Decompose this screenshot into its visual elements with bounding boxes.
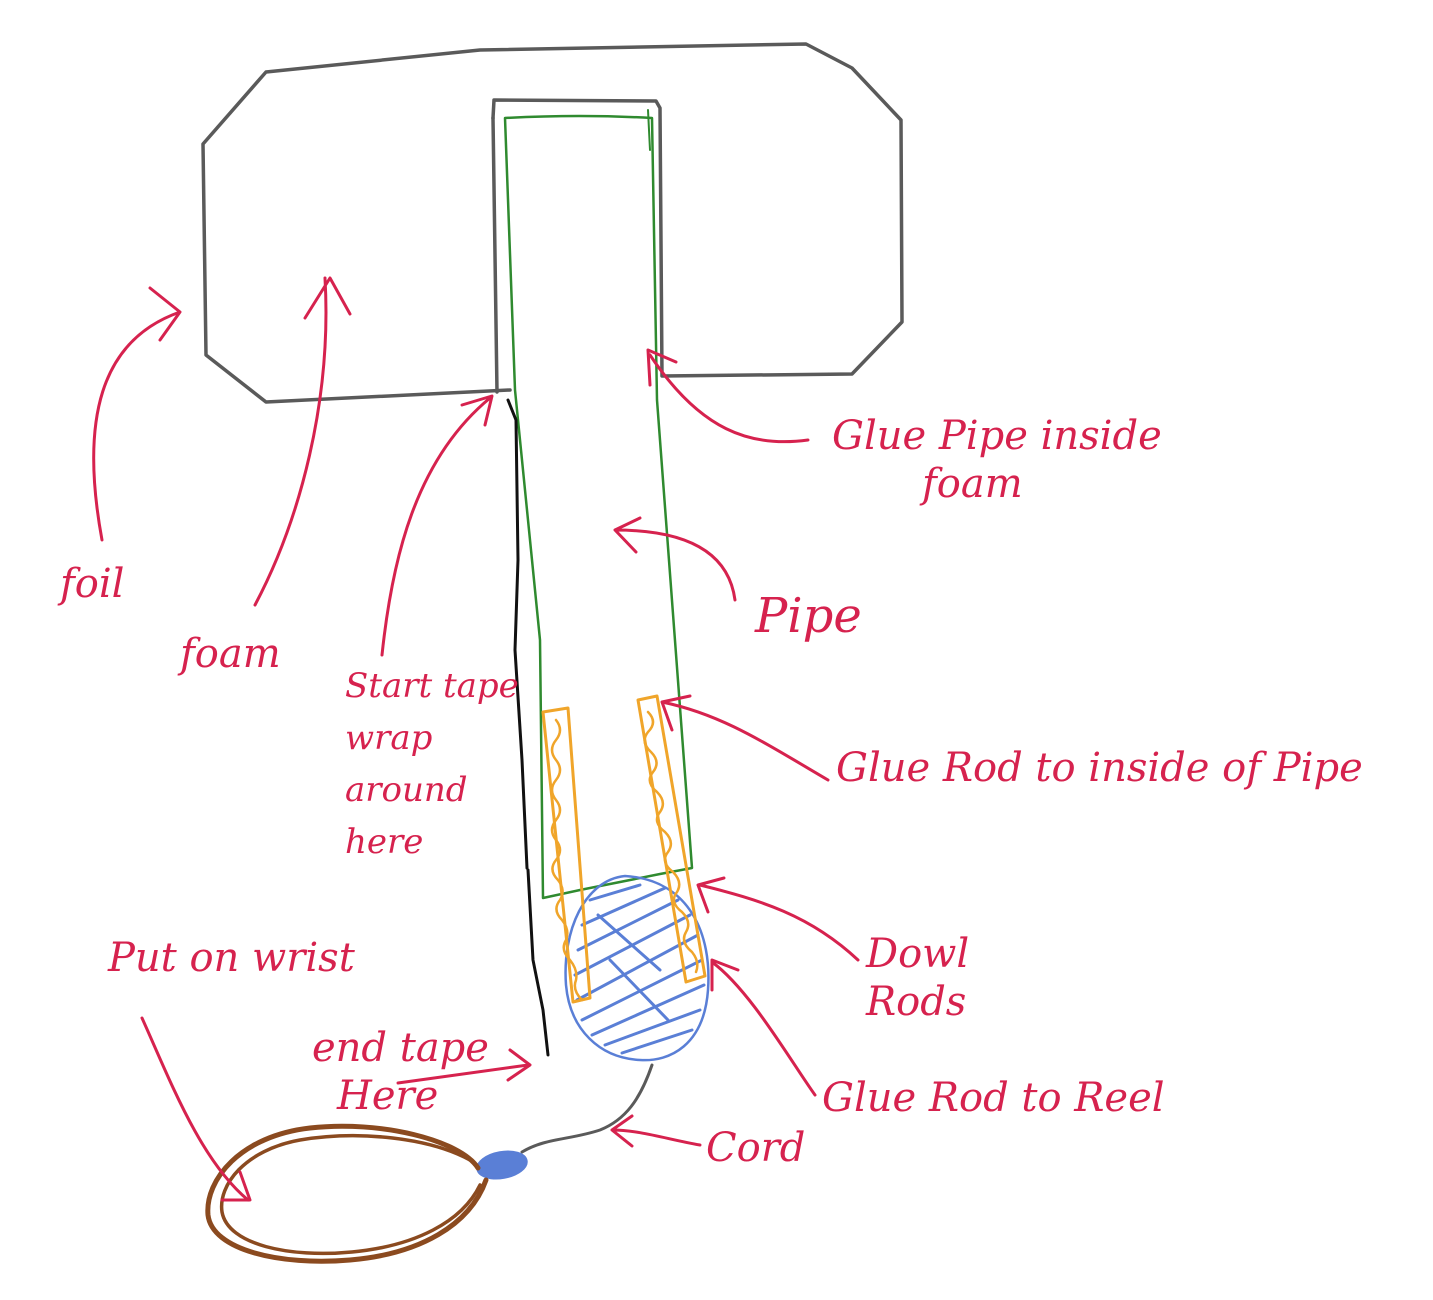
label-start-tape-line1: Start tape (345, 666, 519, 706)
foam-block-inner-edge (491, 116, 499, 394)
arrow-foam (253, 276, 352, 607)
label-put-on-wrist: Put on wrist (108, 935, 355, 981)
wrist-loop-second-strand (219, 1133, 482, 1256)
label-glue-rod-reel: Glue Rod to Reel (822, 1075, 1165, 1121)
arrow-glue-pipe (646, 348, 810, 444)
pipe-outline (503, 114, 694, 900)
label-pipe: Pipe (755, 588, 862, 644)
reel-hatching (573, 883, 706, 1055)
dowel-rod-left (541, 706, 592, 1004)
arrow-glue-rod-pipe (660, 694, 830, 782)
label-end-tape: end tape Here (312, 1024, 489, 1120)
arrow-end-tape (396, 1048, 532, 1085)
tape-line (506, 398, 529, 870)
label-start-tape: Start tape wrap around here (345, 660, 519, 868)
reel-outline (564, 874, 710, 1062)
label-end-tape-line1: end tape (312, 1025, 489, 1071)
label-dowl-rods-line2: Rods (866, 979, 967, 1025)
pipe-top-edge (647, 109, 651, 151)
foam-block-outline (201, 42, 904, 404)
label-dowl-rods: Dowl Rods (866, 930, 969, 1026)
label-glue-rod-pipe: Glue Rod to inside of Pipe (836, 745, 1363, 791)
label-glue-pipe: Glue Pipe inside foam (832, 412, 1162, 508)
tape-line-lower (526, 868, 550, 1057)
arrow-glue-rod-reel (710, 958, 817, 1097)
label-cord: Cord (706, 1125, 806, 1171)
arrow-cord (610, 1114, 702, 1148)
label-start-tape-line2: wrap (345, 718, 433, 758)
arrow-start-tape (380, 394, 494, 657)
label-end-tape-line2: Here (337, 1073, 439, 1119)
label-glue-pipe-line1: Glue Pipe inside (832, 413, 1162, 459)
clip-blob (476, 1150, 528, 1180)
dowel-rod-right-fill (643, 710, 699, 974)
dowel-rod-right (636, 694, 707, 984)
label-foil: foil (60, 561, 125, 607)
arrow-put-on-wrist (140, 1016, 252, 1202)
wrist-loop (205, 1123, 489, 1264)
label-glue-pipe-line2: foam (922, 461, 1023, 507)
dowel-rod-left-fill (550, 718, 584, 1002)
label-foam: foam (180, 631, 281, 677)
label-start-tape-line3: around (345, 770, 468, 810)
cord-line (520, 1063, 654, 1154)
label-dowl-rods-line1: Dowl (866, 931, 970, 977)
arrow-dowl-rods (696, 876, 860, 962)
arrow-foil (92, 286, 182, 542)
label-start-tape-line4: here (345, 822, 424, 862)
arrow-pipe (613, 516, 737, 602)
